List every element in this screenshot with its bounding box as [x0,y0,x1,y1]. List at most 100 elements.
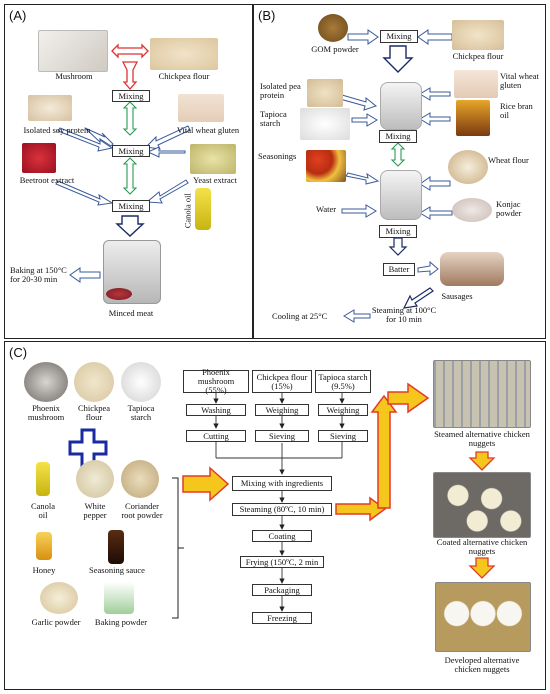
developed-line1: Developed alternative [444,655,520,665]
mixing-box-b1: Mixing [380,30,418,43]
konjac-line1: Konjac [496,199,521,209]
chickpea-flour-b-image [452,20,504,50]
mixing-box-a3: Mixing [112,200,150,212]
pea-protein-line1: Isolated pea [260,81,301,91]
flow-washing: Washing [186,404,246,416]
wheat-flour-image [448,150,488,184]
panel-a-label: (A) [9,8,27,23]
garlic-powder-image [40,582,78,614]
steamed-line2: nuggets [468,438,496,449]
coated-nuggets-photo [433,472,531,538]
coated-caption: Coated alternative chicken nuggets [426,537,538,557]
pea-protein-image [307,79,343,107]
soy-protein-image [28,95,72,121]
tapioca-starch-image [300,108,350,140]
yeast-extract-label: Yeast extract [193,175,237,185]
flow-sieving-2: Sieving [318,430,368,442]
chickpea-flour-image [150,38,218,70]
vital-wheat-gluten-image [178,94,224,122]
coriander-label: Coriander root powder [114,501,170,521]
flow-coating: Coating [252,530,312,542]
flow-tapioca-line2: (9.5%) [331,380,355,391]
white-pepper-line2: pepper [83,510,107,521]
panel-b-frame [253,4,546,339]
green-vertical-arrow-2 [122,157,138,195]
tapioca-c-line1: Tapioca [127,403,155,413]
pea-protein-line2: protein [260,90,285,101]
chickpea-flour-label: Chickpea flour [158,71,210,81]
vital-wheat-gluten-b-image [454,70,498,98]
cooling-label: Cooling at 25°C [272,311,328,321]
white-pepper-image [76,460,114,498]
pea-protein-label: Isolated pea protein [260,81,306,101]
flow-packaging: Packaging [252,584,312,596]
rice-bran-line2: oil [500,110,509,121]
flow-weighing-2: Weighing [318,404,368,416]
chickpea-c-line2: flour [85,412,103,423]
flow-weighing-1: Weighing [255,404,309,416]
seasonings-label: Seasonings [258,151,297,161]
minced-meat-heap [106,288,132,300]
tapioca-starch-c-image [121,362,161,402]
chickpea-flour-b-label: Chickpea flour [452,51,504,61]
mixing-box-b3: Mixing [379,225,417,238]
steaming-b-label: Steaming at 100°C for 10 min [364,305,444,325]
white-pepper-label: White pepper [74,501,116,521]
vital-gluten-b-line1: Vital wheat [500,71,539,81]
flow-phoenix-line2: (55%) [205,384,227,395]
canola-oil-bottle-image [195,188,211,230]
tapioca-starch-label: Tapioca starch [260,109,300,129]
flow-chickpea-header: Chickpea flour (15%) [252,370,312,393]
chickpea-c-label: Chickpea flour [72,403,116,423]
sausages-label: Sausages [441,291,473,301]
rice-bran-line1: Rice bran [500,101,533,111]
honey-bottle-image [36,532,52,560]
flow-chickpea-line2: (15%) [271,380,293,391]
flow-cutting: Cutting [186,430,246,442]
gom-powder-image [318,14,348,42]
phoenix-line1: Phoenix [32,403,60,413]
yellow-arrow-to-mixing [182,466,230,502]
yellow-arrow-to-photo [387,382,430,414]
green-vertical-arrow-1 [122,101,138,136]
panel-c-frame [4,341,546,690]
canola-c-line1: Canola [30,501,56,511]
mushroom-label: Mushroom [55,71,93,81]
canola-c-line2: oil [38,510,48,521]
canola-oil-c-image [36,462,50,496]
steaming-b-line1: Steaming at 100°C [371,305,437,315]
red-down-arrow [121,61,139,90]
panel-a-frame [4,4,253,339]
panel-b-label: (B) [258,8,276,23]
coated-line2: nuggets [468,546,496,557]
konjac-powder-image [452,198,492,222]
water-label: Water [316,204,337,214]
coated-line1: Coated alternative chicken [436,537,528,547]
baking-line-1: Baking at 150°C [10,265,67,275]
flow-steaming: Steaming (80ºC, 10 min) [232,503,332,516]
mixing-box-a2: Mixing [112,145,150,157]
steamed-caption: Steamed alternative chicken nuggets [426,429,538,449]
beetroot-extract-label: Beetroot extract [19,175,75,185]
vital-gluten-b-line2: gluten [500,80,522,91]
mixer-image-1 [380,82,422,130]
chickpea-flour-c-image [74,362,114,402]
coriander-root-image [121,460,159,498]
coriander-line1: Coriander [125,501,159,511]
phoenix-line2: mushroom [27,412,65,423]
mushroom-image [38,30,108,72]
developed-nuggets-photo [435,582,531,652]
yellow-arrow-up [370,394,398,509]
konjac-label: Konjac powder [496,199,536,219]
tapioca-c-label: Tapioca starch [120,403,162,423]
vital-gluten-b-label: Vital wheat gluten [500,71,546,91]
garlic-powder-label: Garlic powder [31,617,81,627]
flow-freezing: Freezing [252,612,312,624]
panel-c-label: (C) [9,345,28,360]
batter-box: Batter [383,263,415,276]
honey-label: Honey [32,565,56,575]
rice-bran-oil-image [456,100,490,136]
white-pepper-line1: White [84,501,106,511]
baking-powder-image [104,582,134,614]
